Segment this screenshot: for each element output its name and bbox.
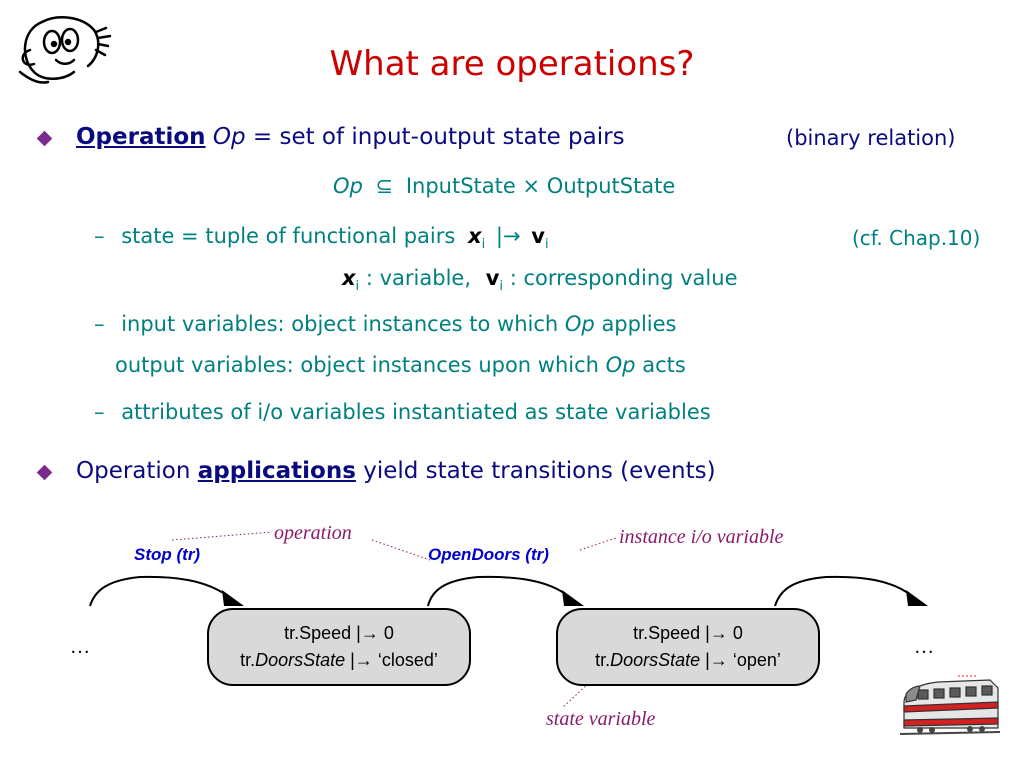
state-box-open: tr.Speed |→ 0 tr.DoorsState |→ ‘open’ [556, 608, 820, 686]
dash: – [94, 224, 105, 248]
op-symbol: Op [564, 312, 595, 336]
state-attribute: DoorsState [255, 650, 346, 670]
mapsto-symbol: |→ [495, 224, 521, 248]
state-doors: tr.DoorsState |→ ‘open’ [558, 647, 818, 674]
ellipsis-right: … [914, 636, 934, 658]
sub-i: i [499, 279, 504, 295]
attributes-text: attributes of i/o variables instantiated… [121, 400, 711, 424]
times-symbol: × [522, 174, 541, 198]
chapter-reference: (cf. Chap.10) [852, 226, 981, 250]
bullet-operation-definition: Operation Op = set of input-output state… [76, 124, 625, 150]
formula-op-subset: Op ⊆ InputState × OutputState [333, 174, 675, 198]
var-v: v [485, 266, 500, 290]
state-doors: tr.DoorsState |→ ‘closed’ [209, 647, 469, 674]
transitions-text: yield state transitions (events) [363, 458, 716, 484]
leader-operation-opendoors [371, 539, 431, 561]
cartoon-face-icon [18, 16, 112, 84]
input-variables-text: input variables: object instances to whi… [121, 312, 559, 336]
state-value: |→ ‘open’ [700, 650, 781, 670]
state-speed: tr.Speed |→ 0 [633, 623, 743, 643]
binary-relation-note: (binary relation) [786, 126, 956, 150]
dash: – [94, 400, 105, 424]
state-value: |→ ‘closed’ [345, 650, 438, 670]
sub-bullet-output-variables: output variables: object instances upon … [115, 353, 686, 377]
term-applications: applications [197, 458, 356, 484]
state-tuple-text: state = tuple of functional pairs [121, 224, 456, 248]
definition-text: set of input-output state pairs [279, 124, 625, 150]
var-v: v [531, 224, 545, 248]
operation-word: Operation [76, 458, 191, 484]
var-x: x [342, 266, 356, 290]
op-symbol: Op [212, 124, 246, 150]
subset-symbol: ⊆ [375, 174, 394, 198]
event-opendoors: OpenDoors (tr) [428, 545, 549, 564]
sub-bullet-attributes: – attributes of i/o variables instantiat… [94, 400, 711, 424]
value-text: : corresponding value [509, 266, 738, 290]
page-title: What are operations? [329, 44, 695, 84]
annotation-operation: operation [274, 522, 352, 544]
formula-input: InputState [405, 174, 516, 198]
state-speed: tr.Speed |→ 0 [284, 623, 394, 643]
formula-output: OutputState [546, 174, 676, 198]
output-variables-text: output variables: object instances upon … [115, 353, 599, 377]
sub-bullet-variable-explanation: xi : variable, vi : corresponding value [342, 266, 738, 294]
state-box-closed: tr.Speed |→ 0 tr.DoorsState |→ ‘closed’ [207, 608, 471, 686]
var-x: x [468, 224, 482, 248]
sub-bullet-state: – state = tuple of functional pairs xi |… [94, 224, 549, 252]
formula-op: Op [333, 174, 363, 198]
sub-bullet-input-variables: – input variables: object instances to w… [94, 312, 677, 336]
acts-text: acts [642, 353, 686, 377]
state-object: tr. [595, 650, 611, 670]
train-icon [899, 675, 1001, 735]
event-stop: Stop (tr) [134, 545, 201, 564]
bullet-operation-applications: Operation applications yield state trans… [76, 458, 716, 484]
transition-arrow-next [774, 575, 913, 607]
transition-arrow-stop [89, 575, 229, 607]
arrowhead [222, 590, 244, 606]
equals-sign: = [252, 124, 273, 150]
leader-operation-stop [171, 531, 273, 541]
sub-i: i [355, 279, 360, 295]
annotation-state-variable: state variable [546, 708, 656, 730]
state-attribute: DoorsState [610, 650, 701, 670]
ellipsis-left: … [70, 636, 90, 658]
op-symbol: Op [605, 353, 636, 377]
sub-i: i [481, 237, 486, 253]
variable-text: : variable, [365, 266, 472, 290]
leader-instance-variable [579, 537, 617, 551]
transition-arrow-opendoors [427, 575, 569, 607]
sub-i: i [544, 237, 549, 253]
annotation-instance-variable: instance i/o variable [619, 526, 784, 548]
applies-text: applies [601, 312, 677, 336]
arrowhead [562, 590, 584, 606]
term-operation: Operation [76, 124, 206, 150]
arrowhead [906, 590, 928, 606]
dash: – [94, 312, 105, 336]
state-object: tr. [240, 650, 256, 670]
